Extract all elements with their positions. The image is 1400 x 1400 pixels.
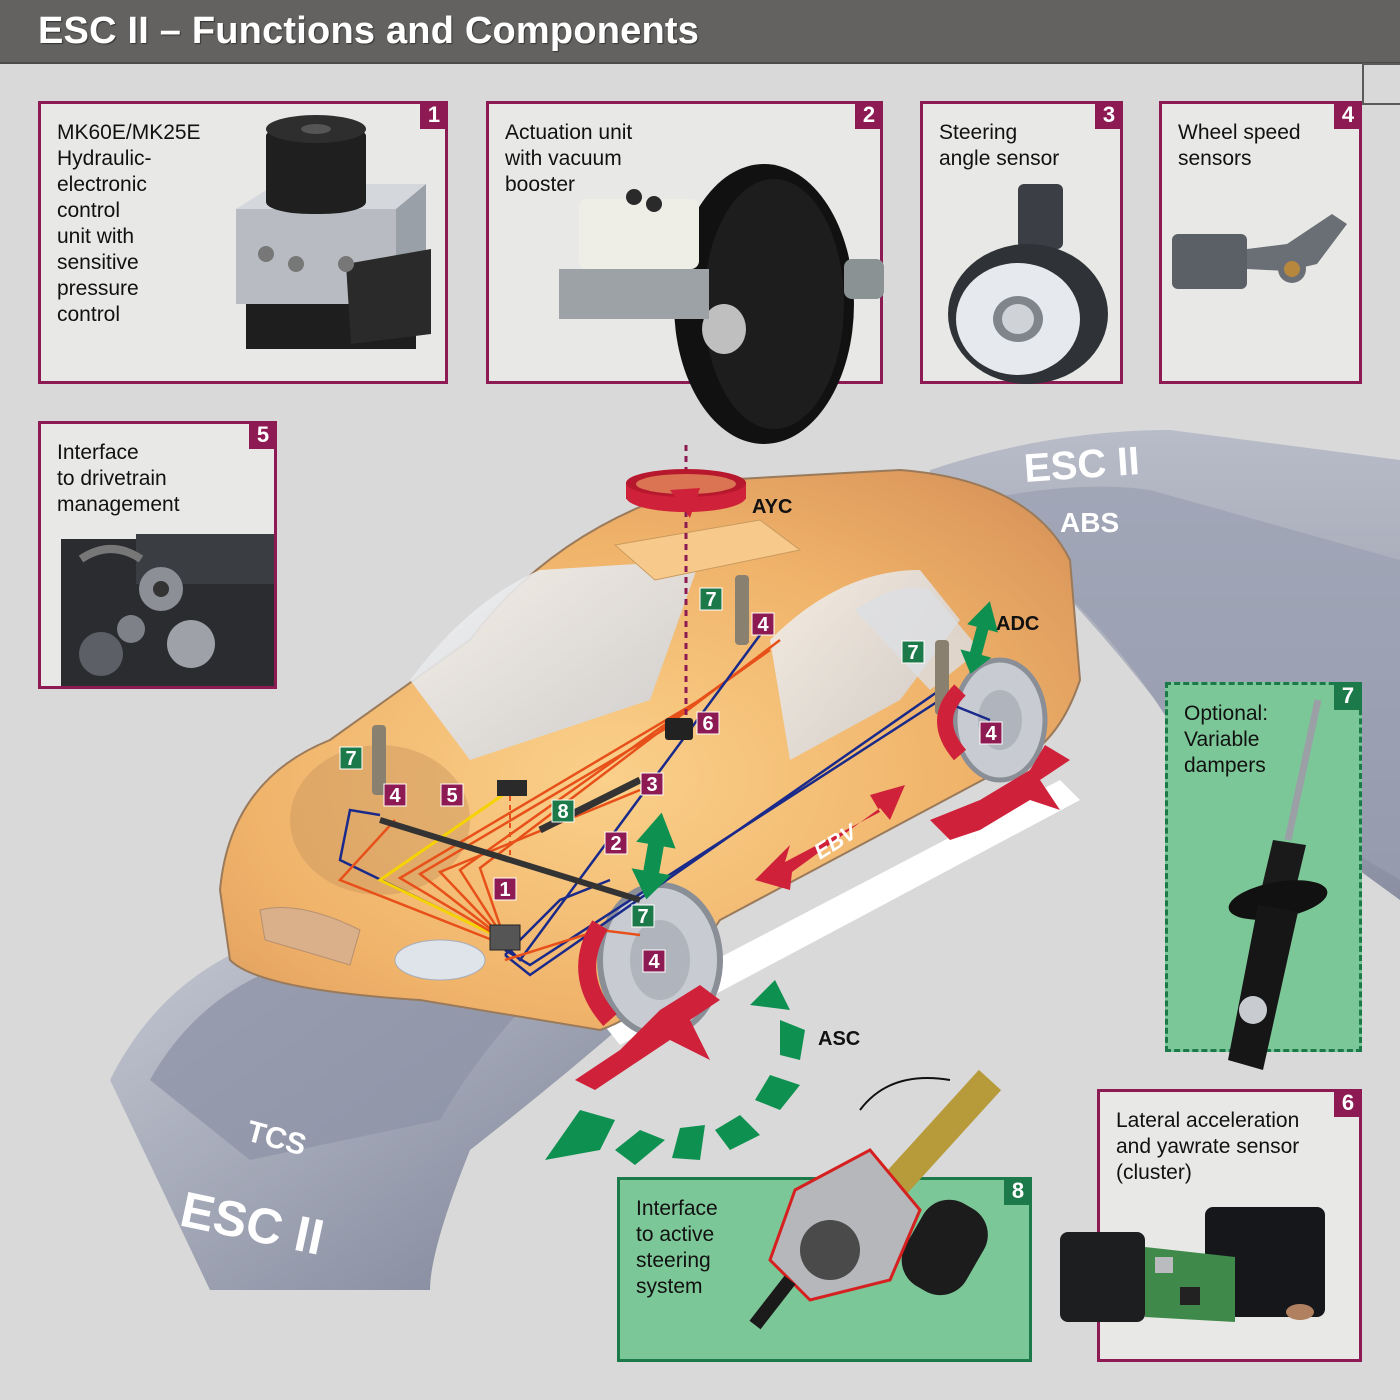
hydraulic-unit-image: [236, 115, 431, 349]
component-label: MK60E/MK25E Hydraulic- electronic contro…: [57, 121, 201, 326]
car-marker-number: 7: [907, 642, 918, 664]
rear-wheel-force-arrow: [930, 745, 1070, 840]
car-marker-7: 7: [901, 640, 925, 664]
front-wheel-force-arrow: [575, 985, 720, 1090]
car-marker-1: 1: [493, 877, 517, 901]
damper-rear-left: [735, 575, 749, 645]
component-card-2: 2 Actuation unit with vacuum booster: [486, 101, 884, 444]
component-label: Lateral acceleration and yawrate sensor …: [1116, 1109, 1300, 1184]
drivetrain-module: [497, 780, 527, 796]
steering-sensor-image: [948, 184, 1108, 384]
car-marker-number: 7: [705, 589, 716, 611]
component-label: Interface to drivetrain management: [57, 441, 180, 516]
component-number-badge: 4: [1334, 101, 1362, 129]
front-wheel-rotation-arrow: [578, 920, 617, 1026]
car-marker-4: 4: [979, 721, 1003, 745]
car-marker-number: 5: [446, 785, 457, 807]
yawrate-sensor-image: [1060, 1207, 1325, 1322]
ecu-unit: [489, 924, 521, 951]
wheel-speed-sensor-image: [1172, 214, 1347, 289]
component-number-badge: 3: [1095, 101, 1123, 129]
component-label: Steering angle sensor: [939, 121, 1060, 170]
component-number-badge: 5: [249, 421, 277, 449]
active-steering-image: [749, 1069, 1002, 1330]
abs-label: ABS: [1060, 507, 1119, 538]
component-card-3: 3 Steering angle sensor: [920, 101, 1123, 384]
component-card-6: 6 Lateral acceleration and yawrate senso…: [1060, 1089, 1362, 1362]
esc-top-label: ESC II: [1023, 439, 1141, 491]
car-marker-number: 4: [985, 723, 997, 745]
page-title: ESC II – Functions and Components: [38, 10, 700, 52]
car-marker-number: 4: [757, 614, 769, 636]
car-marker-4: 4: [642, 949, 666, 973]
component-label: Actuation unit with vacuum booster: [505, 121, 633, 196]
car-marker-number: 8: [557, 801, 568, 823]
engine-image: [61, 534, 274, 686]
road-band-bottom-tcs: [150, 960, 540, 1160]
car-marker-8: 8: [551, 799, 575, 823]
car-windshield: [410, 560, 700, 760]
component-label: Optional: Variable dampers: [1184, 702, 1269, 777]
vacuum-booster-image: [559, 164, 884, 444]
car-marker-number: 4: [648, 951, 660, 973]
car-marker-number: 7: [637, 906, 648, 928]
component-card-5: 5 Interface to drivetrain management: [38, 421, 277, 689]
component-card-1: 1 MK60E/MK25E Hydraulic- electronic cont…: [38, 101, 448, 384]
ayc-label: AYC: [752, 496, 792, 518]
car-sunroof: [613, 519, 802, 581]
car-marker-6: 6: [696, 711, 720, 735]
car-marker-number: 1: [499, 879, 510, 901]
car-marker-number: 7: [345, 748, 356, 770]
car-marker-number: 3: [646, 774, 657, 796]
component-number-badge: 1: [420, 101, 448, 129]
component-number-badge: 8: [1004, 1177, 1032, 1205]
asc-label: ASC: [818, 1028, 860, 1050]
car-marker-number: 4: [389, 785, 401, 807]
adc-label: ADC: [996, 613, 1039, 635]
component-card-4: 4 Wheel speed sensors: [1159, 101, 1362, 384]
car-marker-number: 6: [702, 713, 713, 735]
title-bar: ESC II – Functions and Components: [0, 0, 1400, 64]
component-number-badge: 7: [1334, 682, 1362, 710]
car-headlight: [394, 939, 486, 981]
front-vertical-arrow: [631, 812, 676, 900]
wiring-harness: [337, 634, 991, 977]
component-number-badge: 6: [1334, 1089, 1362, 1117]
car-grille: [259, 907, 361, 966]
car-marker-2: 2: [604, 831, 628, 855]
component-card-8: 8 Interface to active steering system: [617, 1069, 1032, 1362]
damper-image: [1228, 699, 1328, 1070]
car-marker-7: 7: [699, 587, 723, 611]
car-marker-4: 4: [383, 783, 407, 807]
ayc-arrow: [626, 469, 746, 518]
car-marker-3: 3: [640, 772, 664, 796]
component-label: Wheel speed sensors: [1178, 121, 1301, 170]
component-label: Interface to active steering system: [636, 1197, 718, 1298]
component-number-badge: 2: [855, 101, 883, 129]
corner-tab: [1362, 63, 1400, 105]
steering-rack: [379, 817, 641, 903]
car-marker-4: 4: [751, 612, 775, 636]
ebv-arrow: [755, 785, 905, 890]
rear-wheel-rotation-arrow: [937, 684, 967, 761]
car-marker-7: 7: [339, 746, 363, 770]
car-marker-number: 2: [610, 833, 621, 855]
component-card-7: 7 Optional: Variable dampers: [1165, 682, 1362, 1070]
car-marker-5: 5: [440, 783, 464, 807]
car-marker-7: 7: [631, 904, 655, 928]
adc-arrow: [960, 601, 999, 674]
damper-front-left: [372, 725, 386, 795]
asc-arrow: [545, 980, 805, 1165]
cluster-sensor: [665, 718, 693, 740]
